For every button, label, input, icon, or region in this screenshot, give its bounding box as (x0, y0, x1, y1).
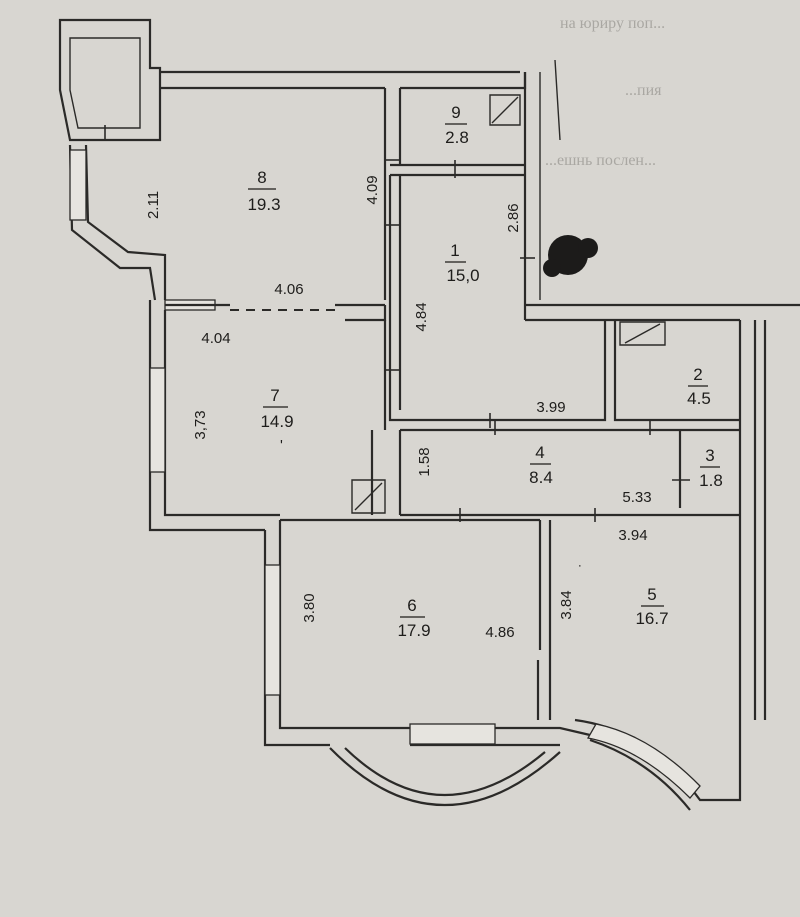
room1-walls (388, 173, 607, 422)
dim-3-99: 3.99 (536, 399, 565, 416)
ink-blot (543, 235, 598, 277)
stair-well-edge (539, 59, 561, 300)
bay-wall-inner (69, 37, 141, 129)
pencil-mark-a: ˙ (578, 563, 583, 580)
closet9-walls (383, 88, 525, 300)
left-wall-room6 (263, 520, 410, 747)
room-label-1: 1 15,0 (445, 241, 480, 285)
room-label-6: 6 17.9 (397, 596, 430, 640)
dim-3-80: 3.80 (301, 593, 318, 622)
room-3-area: 1.8 (699, 471, 723, 490)
room-8-number: 8 (257, 168, 266, 187)
dim-4-84: 4.84 (413, 302, 430, 331)
dim-4-09: 4.09 (364, 175, 381, 204)
room-label-4: 4 8.4 (529, 443, 553, 487)
room-5-area: 16.7 (635, 609, 668, 628)
window-room8-a (69, 149, 87, 221)
dim-4-86: 4.86 (485, 624, 514, 641)
bleed-text-1: на юриру поп... (560, 15, 665, 32)
room7-right-wall (370, 320, 402, 515)
room-label-3: 3 1.8 (699, 446, 723, 490)
room-7-number: 7 (270, 386, 279, 405)
room2-walls (613, 320, 740, 422)
room-1-number: 1 (450, 241, 459, 260)
room-4-area: 8.4 (529, 468, 553, 487)
room-8-area: 19.3 (247, 195, 280, 214)
pencil-mark-b: ' (280, 437, 283, 454)
dim-2-86: 2.86 (505, 203, 522, 232)
right-top-wall (523, 72, 800, 322)
partition-6-5 (280, 518, 552, 720)
closet9-duct (489, 94, 521, 126)
bay-wall-outer (58, 18, 162, 142)
top-wall (160, 70, 527, 90)
shaft-room7 (351, 479, 386, 514)
right-wall (738, 320, 767, 720)
dim-3-94: 3.94 (618, 527, 647, 544)
room4-walls (400, 428, 740, 517)
shaft-room2 (619, 321, 666, 346)
room-2-area: 4.5 (687, 389, 711, 408)
room-6-area: 17.9 (397, 621, 430, 640)
room-label-7: 7 14.9 (260, 386, 293, 431)
bleed-text-2: ...пия (625, 82, 662, 99)
dim-3-84: 3.84 (558, 590, 575, 619)
dimension-ticks (104, 125, 690, 522)
balcony-arc-inner (344, 747, 546, 797)
room-label-8: 8 19.3 (247, 168, 280, 214)
room-label-5: 5 16.7 (635, 585, 668, 628)
window-room6 (264, 564, 281, 696)
room-5-number: 5 (647, 585, 656, 604)
dim-4-04: 4.04 (201, 330, 230, 347)
room-9-number: 9 (451, 103, 460, 122)
dim-4-06: 4.06 (274, 281, 303, 298)
balcony-arc-outer (329, 747, 561, 807)
room-4-number: 4 (535, 443, 544, 462)
room-3-number: 3 (705, 446, 714, 465)
dim-1-58: 1.58 (416, 447, 433, 476)
window-room7 (149, 367, 166, 473)
room-label-2: 2 4.5 (687, 365, 711, 408)
room-7-area: 14.9 (260, 412, 293, 431)
room-label-9: 9 2.8 (445, 103, 469, 147)
dim-5-33: 5.33 (622, 489, 651, 506)
dim-2-11: 2.11 (145, 191, 162, 219)
window-room6-bottom (409, 723, 496, 745)
bay-room5-inner (589, 738, 691, 811)
room-6-number: 6 (407, 596, 416, 615)
dim-3-73: 3,73 (192, 410, 209, 439)
window-room5-bay (586, 723, 701, 799)
room-1-area: 15,0 (446, 266, 479, 285)
room-2-number: 2 (693, 365, 702, 384)
bleed-text-3: ...ешнь послен... (545, 152, 656, 169)
room-9-area: 2.8 (445, 128, 469, 147)
